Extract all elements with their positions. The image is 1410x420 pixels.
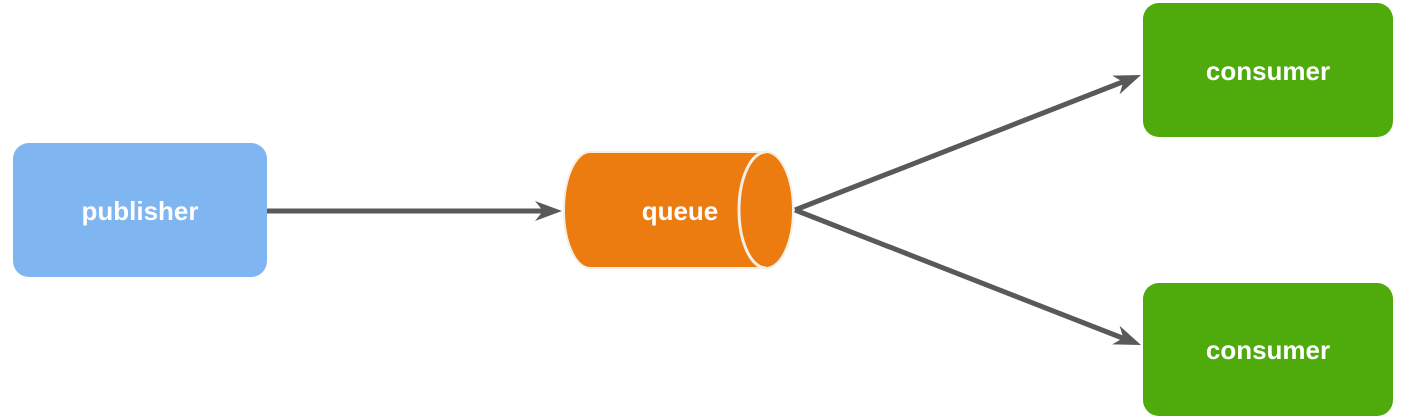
node-publisher: publisher	[13, 143, 267, 277]
edge-queue-to-consumer-bottom-line	[794, 207, 1126, 342]
queue-cylinder-lid-arc	[737, 150, 767, 270]
edge-queue-to-consumer-top-line	[794, 78, 1126, 213]
node-queue: queue	[563, 150, 794, 270]
publisher-box	[13, 143, 267, 277]
arrowhead-icon	[1112, 75, 1141, 95]
edge-queue-to-consumer-top	[794, 75, 1141, 213]
node-consumer-top: consumer	[1143, 3, 1393, 137]
consumer-bottom-label: consumer	[1206, 335, 1330, 365]
consumer-top-label: consumer	[1206, 56, 1330, 86]
consumer-bottom-box	[1143, 283, 1393, 416]
consumer-top-box	[1143, 3, 1393, 137]
queue-label: queue	[642, 196, 719, 226]
arrowhead-icon	[535, 201, 562, 221]
publisher-label: publisher	[81, 196, 198, 226]
edge-queue-to-consumer-bottom	[794, 207, 1141, 345]
node-consumer-bottom: consumer	[1143, 283, 1393, 416]
edge-publisher-to-queue	[267, 201, 562, 221]
arrowhead-icon	[1112, 325, 1141, 345]
